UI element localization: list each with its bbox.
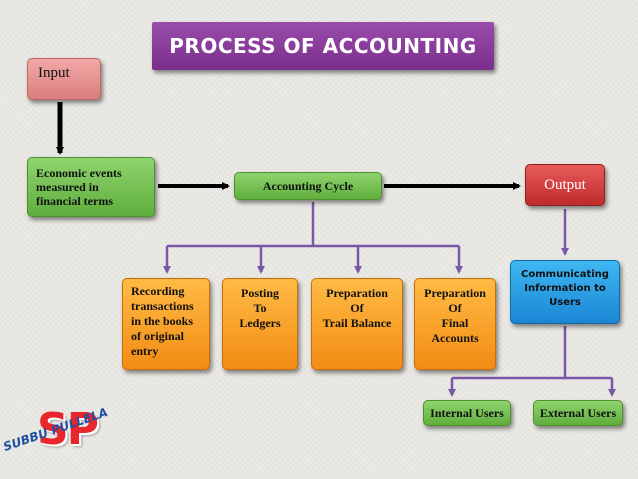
input-node: Input: [27, 58, 101, 100]
communicating-node: Communicating Information to Users: [510, 260, 620, 324]
posting-line-3: Ledgers: [239, 316, 281, 330]
communicating-line-2: Information to: [524, 283, 606, 294]
posting-line-1: Posting: [240, 286, 279, 300]
final-accounts-line-3: Final: [441, 316, 469, 330]
economic-events-node: Economic events measured in financial te…: [27, 157, 155, 217]
trial-balance-node: Preparation Of Trail Balance: [311, 278, 403, 370]
accounting-cycle-node: Accounting Cycle: [234, 172, 382, 200]
trial-balance-line-1: Preparation: [326, 286, 388, 300]
internal-users-node: Internal Users: [423, 400, 511, 426]
output-node: Output: [525, 164, 605, 206]
logo-initials: SP: [37, 404, 99, 455]
diagram-title: PROCESS OF ACCOUNTING: [152, 22, 494, 70]
communicating-line-3: Users: [549, 297, 581, 308]
users-bracket: [448, 326, 616, 397]
final-accounts-line-2: Of: [448, 301, 462, 315]
final-accounts-node: Preparation Of Final Accounts: [414, 278, 496, 370]
trial-balance-line-2: Of: [350, 301, 364, 315]
recording-node: Recording transactions in the books of o…: [122, 278, 210, 370]
external-users-node: External Users: [533, 400, 623, 426]
final-accounts-line-1: Preparation: [424, 286, 486, 300]
trial-balance-line-3: Trail Balance: [322, 316, 392, 330]
cycle-bracket: [163, 202, 463, 274]
final-accounts-line-4: Accounts: [431, 331, 479, 345]
communicating-line-1: Communicating: [521, 269, 609, 280]
posting-node: Posting To Ledgers: [222, 278, 298, 370]
posting-line-2: To: [253, 301, 267, 315]
